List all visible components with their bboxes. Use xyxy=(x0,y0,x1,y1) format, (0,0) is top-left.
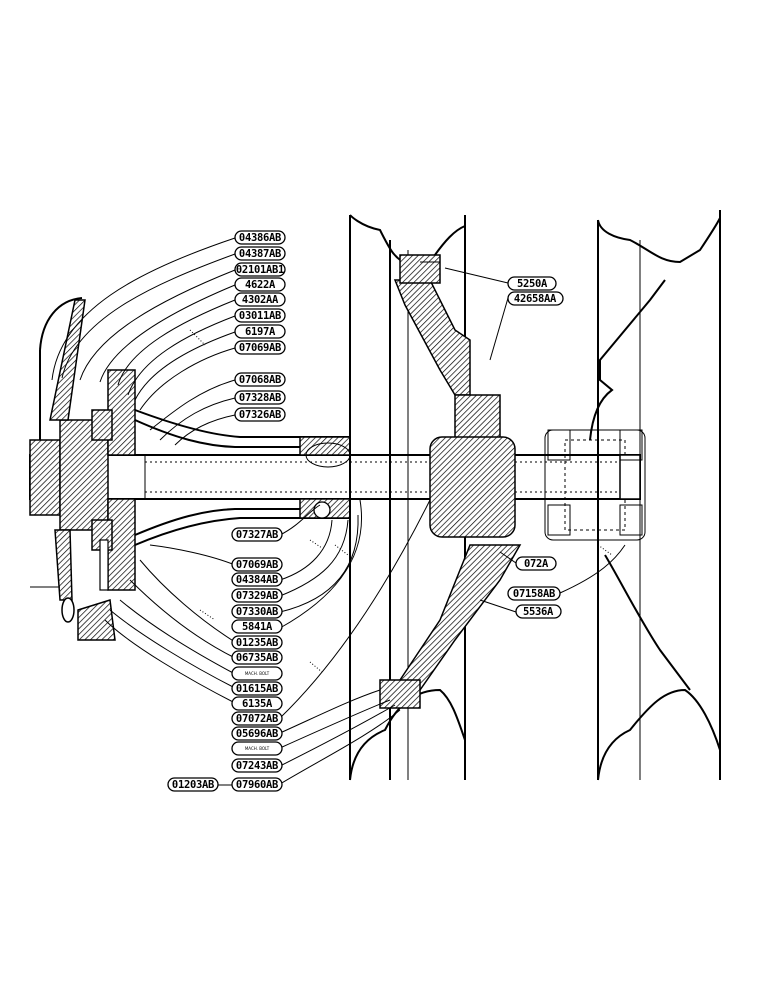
diagram-fine-notes xyxy=(189,329,613,673)
part-number-text: 04387AB xyxy=(239,248,281,260)
callout-label: MACH. BOLT xyxy=(231,741,283,756)
callout-label: 42658AA xyxy=(507,291,564,306)
callout-label: 01235AB xyxy=(231,635,283,650)
callout-label: 07072AB xyxy=(231,711,283,726)
part-number-text: 02101AB1 xyxy=(236,264,284,276)
hub-assembly xyxy=(29,297,136,641)
callout-label: 07069AB xyxy=(231,557,283,572)
callout-label: 072A xyxy=(515,556,557,571)
part-number-text: 072A xyxy=(524,558,549,570)
callout-label: 4302AA xyxy=(234,292,286,307)
callout-label: 4622A xyxy=(234,277,286,292)
callout-label: 6135A xyxy=(231,696,283,711)
part-number-text: 01235AB xyxy=(236,637,278,649)
part-number-text: 04384AB xyxy=(236,574,278,586)
part-number-text: 01615AB xyxy=(236,683,278,695)
part-number-text: 5841A xyxy=(242,621,273,633)
outer-wheel xyxy=(544,210,721,781)
callout-label: 5536A xyxy=(515,604,562,619)
axle-shaft xyxy=(29,454,641,500)
part-number-text: 03011AB xyxy=(239,310,281,322)
part-number-text: 07069AB xyxy=(239,342,281,354)
part-number-text: 07330AB xyxy=(236,606,278,618)
part-number-text: 5536A xyxy=(523,606,554,618)
callout-label: 07329AB xyxy=(231,588,283,603)
part-number-text: 07069AB xyxy=(236,559,278,571)
part-number-text: 04386AB xyxy=(239,232,281,244)
callout-label: 02101AB1 xyxy=(234,262,286,277)
callout-label: 04384AB xyxy=(231,572,283,587)
callout-label: 07069AB xyxy=(234,340,286,355)
part-number-text: 07158AB xyxy=(513,588,555,600)
part-number-text: 6197A xyxy=(245,326,276,338)
inner-wheel xyxy=(349,214,522,781)
callout-label: 07068AB xyxy=(234,372,286,387)
callout-label: 07158AB xyxy=(507,586,561,601)
part-number-text: 42658AA xyxy=(514,293,557,305)
callout-label: 6197A xyxy=(234,324,286,339)
callout-label: 04386AB xyxy=(234,230,286,245)
callout-label: 05696AB xyxy=(231,726,283,741)
callouts-left: 04386AB 04387AB 02101AB1 4622A 4302AA 03… xyxy=(167,230,286,792)
callout-label: 03011AB xyxy=(234,308,286,323)
callout-label: 5250A xyxy=(507,276,557,291)
part-number-text: MACH. BOLT xyxy=(245,746,270,751)
part-number-text: 06735AB xyxy=(236,652,278,664)
part-number-text: 4302AA xyxy=(242,294,279,306)
part-number-text: 07329AB xyxy=(236,590,278,602)
part-number-text: 07960AB xyxy=(236,779,278,791)
part-number-text: 07327AB xyxy=(236,529,278,541)
part-number-text: 07068AB xyxy=(239,374,281,386)
part-number-text: 4622A xyxy=(245,279,276,291)
part-number-text: 07328AB xyxy=(239,392,281,404)
callout-label: 5841A xyxy=(231,619,283,634)
callout-label: 04387AB xyxy=(234,246,286,261)
callout-label: 07960AB xyxy=(231,777,283,792)
callout-label: 01615AB xyxy=(231,681,283,696)
callout-label: 07243AB xyxy=(231,758,283,773)
part-number-text: 5250A xyxy=(517,278,548,290)
callout-label: 06735AB xyxy=(231,650,283,665)
part-number-text: 07243AB xyxy=(236,760,278,772)
callout-label: 07330AB xyxy=(231,604,283,619)
callout-label: MACH. BOLT xyxy=(231,666,283,681)
callout-label: 01203AB xyxy=(167,777,219,792)
callout-label: 07328AB xyxy=(234,390,286,405)
part-number-text: 6135A xyxy=(242,698,273,710)
part-number-text: MACH. BOLT xyxy=(245,671,270,676)
callouts-right: 5250A 42658AA 072A 07158AB 5536A xyxy=(507,276,564,619)
callout-label: 07326AB xyxy=(234,407,286,422)
part-number-text: 07072AB xyxy=(236,713,278,725)
part-number-text: 05696AB xyxy=(236,728,278,740)
part-number-text: 01203AB xyxy=(172,779,214,791)
callout-label: 07327AB xyxy=(231,527,283,542)
part-number-text: 07326AB xyxy=(239,409,281,421)
